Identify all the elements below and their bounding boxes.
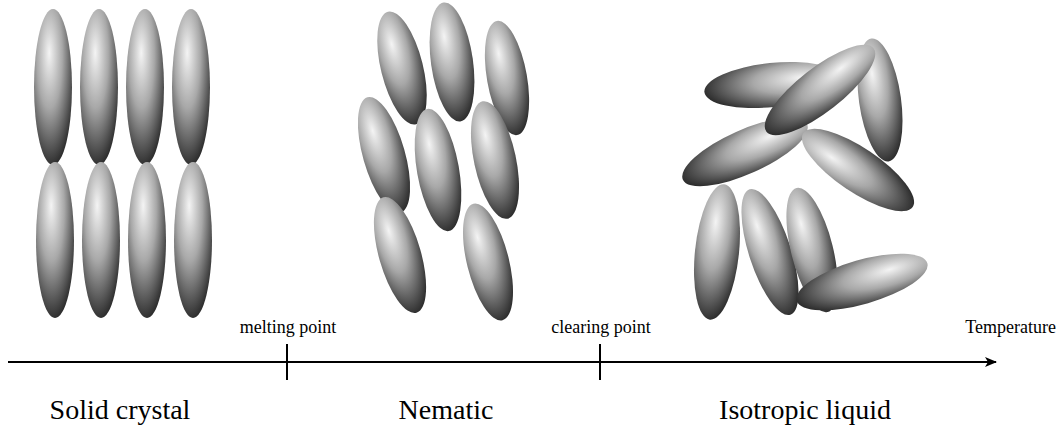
molecules <box>34 0 933 325</box>
molecule <box>128 162 166 318</box>
temperature-axis <box>8 361 996 363</box>
molecule <box>407 105 470 234</box>
axis-tick <box>599 344 601 380</box>
phase-label: Isotropic liquid <box>719 396 891 424</box>
molecule <box>36 162 74 318</box>
molecule <box>82 162 120 318</box>
phase-label: Solid crystal <box>50 396 191 424</box>
molecule <box>462 97 528 223</box>
molecule <box>80 9 118 165</box>
molecule <box>126 9 164 165</box>
molecule <box>791 242 934 322</box>
molecule <box>363 192 436 319</box>
transition-label: clearing point <box>551 318 650 336</box>
axis-label: Temperature <box>965 318 1056 336</box>
molecule <box>174 162 212 318</box>
transition-label: melting point <box>240 318 337 336</box>
axis-tick <box>286 344 288 380</box>
molecule <box>453 199 523 326</box>
molecule <box>34 9 72 165</box>
molecule <box>688 182 746 322</box>
molecule <box>172 9 210 165</box>
phase-label: Nematic <box>399 396 494 424</box>
molecule <box>423 0 481 124</box>
